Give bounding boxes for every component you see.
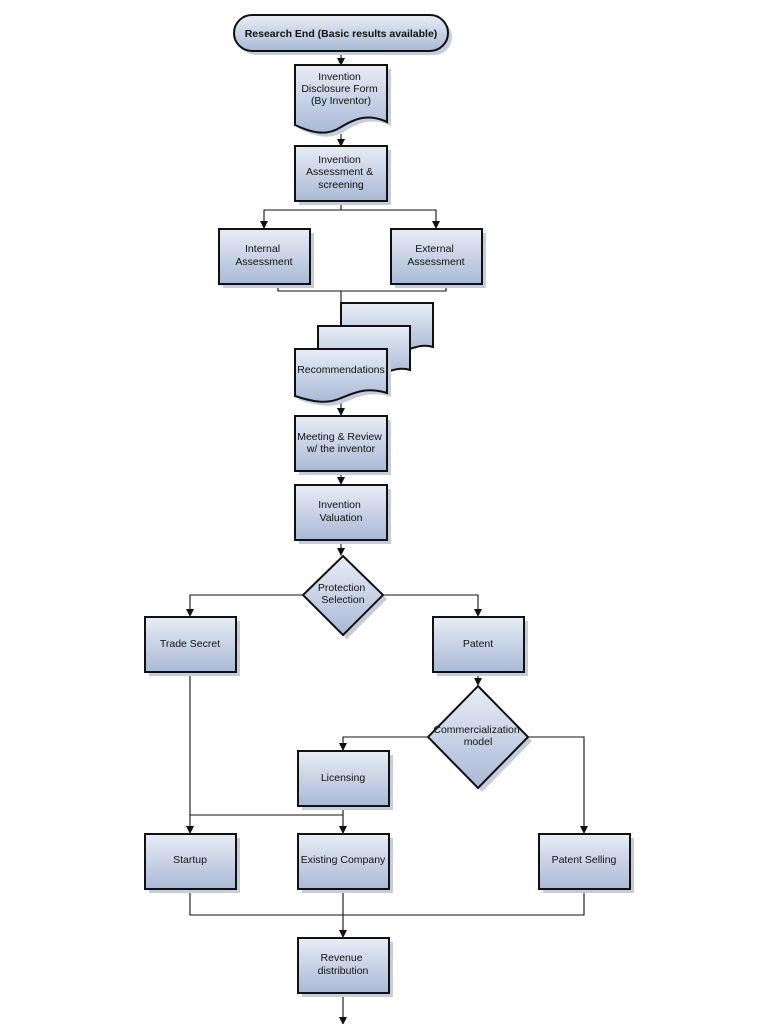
edge-assessment-split [260, 201, 342, 229]
node-valuation-label: Invention Valuation [318, 499, 364, 524]
node-startup-label: Startup [173, 854, 207, 866]
node-assessment-line-3: screening [318, 179, 364, 191]
node-invention-assessment: Invention Assessment & screening [294, 145, 391, 205]
node-disclosure-label: Invention Disclosure Form (By Inventor) [301, 71, 380, 107]
node-patent-selling-label: Patent Selling [552, 854, 617, 866]
node-commercialization-line-2: model [464, 736, 493, 748]
node-internal-line-1: Internal [245, 243, 280, 255]
node-existing-company: Existing Company [297, 833, 393, 893]
node-valuation-line-2: Valuation [319, 512, 362, 524]
node-internal-line-2: Assessment [235, 256, 292, 268]
node-assessment-line-2: Assessment & [306, 166, 373, 178]
node-patent-label: Patent [463, 638, 493, 650]
node-patent: Patent [432, 616, 528, 676]
node-meeting-line-1: Meeting & Review [297, 431, 382, 443]
recommendations-front-sheet [294, 348, 388, 403]
node-revenue-line-2: distribution [318, 965, 369, 977]
node-recommendations: Recommendations [294, 302, 434, 406]
node-research-end-label: Research End (Basic results available) [245, 28, 438, 40]
node-assessment-label: Invention Assessment & screening [306, 154, 376, 191]
node-commercialization-model: Commercialization model [426, 684, 532, 792]
edge-protection-to-trade-secret [186, 594, 303, 617]
node-external-line-2: Assessment [407, 256, 464, 268]
node-licensing: Licensing [297, 750, 393, 810]
node-revenue-label: Revenue distribution [318, 952, 369, 977]
node-valuation-line-1: Invention [318, 499, 361, 511]
node-patent-selling: Patent Selling [538, 833, 634, 893]
node-recommendations-label: Recommendations [297, 364, 385, 376]
node-external-label: External Assessment [407, 243, 464, 268]
node-internal-label: Internal Assessment [235, 243, 292, 268]
node-invention-disclosure-form: Invention Disclosure Form (By Inventor) [294, 64, 391, 137]
edge-assessment-to-external [341, 209, 440, 229]
node-protection-line-1: Protection [318, 582, 365, 594]
node-meeting-label: Meeting & Review w/ the inventor [297, 431, 385, 455]
edge-protection-to-patent [383, 594, 482, 617]
node-internal-assessment: Internal Assessment [218, 228, 314, 288]
edge-commercialization-to-licensing [339, 736, 428, 751]
node-startup: Startup [144, 833, 240, 893]
node-disclosure-line-3: (By Inventor) [311, 95, 371, 107]
node-trade-secret: Trade Secret [144, 616, 240, 676]
node-trade-secret-label: Trade Secret [160, 638, 220, 650]
node-disclosure-line-2: Disclosure Form [301, 83, 378, 95]
node-external-line-1: External [415, 243, 454, 255]
node-licensing-label: Licensing [321, 772, 366, 784]
node-existing-company-label: Existing Company [301, 854, 386, 866]
edge-commercialization-to-patent-selling [528, 736, 588, 834]
node-research-end: Research End (Basic results available) [233, 14, 452, 55]
node-revenue-line-1: Revenue [321, 952, 363, 964]
node-commercialization-line-1: Commercialization [433, 724, 520, 736]
node-invention-valuation: Invention Valuation [294, 484, 391, 544]
node-commercialization-label: Commercialization model [433, 724, 522, 748]
node-protection-selection: Protection Selection [301, 554, 387, 639]
node-external-assessment: External Assessment [390, 228, 486, 288]
node-assessment-line-1: Invention [318, 154, 361, 166]
node-meeting-review: Meeting & Review w/ the inventor [294, 415, 391, 475]
node-meeting-line-2: w/ the inventor [306, 443, 376, 455]
edge-outcomes-join [189, 888, 585, 916]
node-disclosure-line-1: Invention [318, 71, 361, 83]
node-revenue-distribution: Revenue distribution [297, 937, 393, 997]
node-protection-label: Protection Selection [318, 582, 368, 606]
node-protection-line-2: Selection [321, 594, 364, 606]
